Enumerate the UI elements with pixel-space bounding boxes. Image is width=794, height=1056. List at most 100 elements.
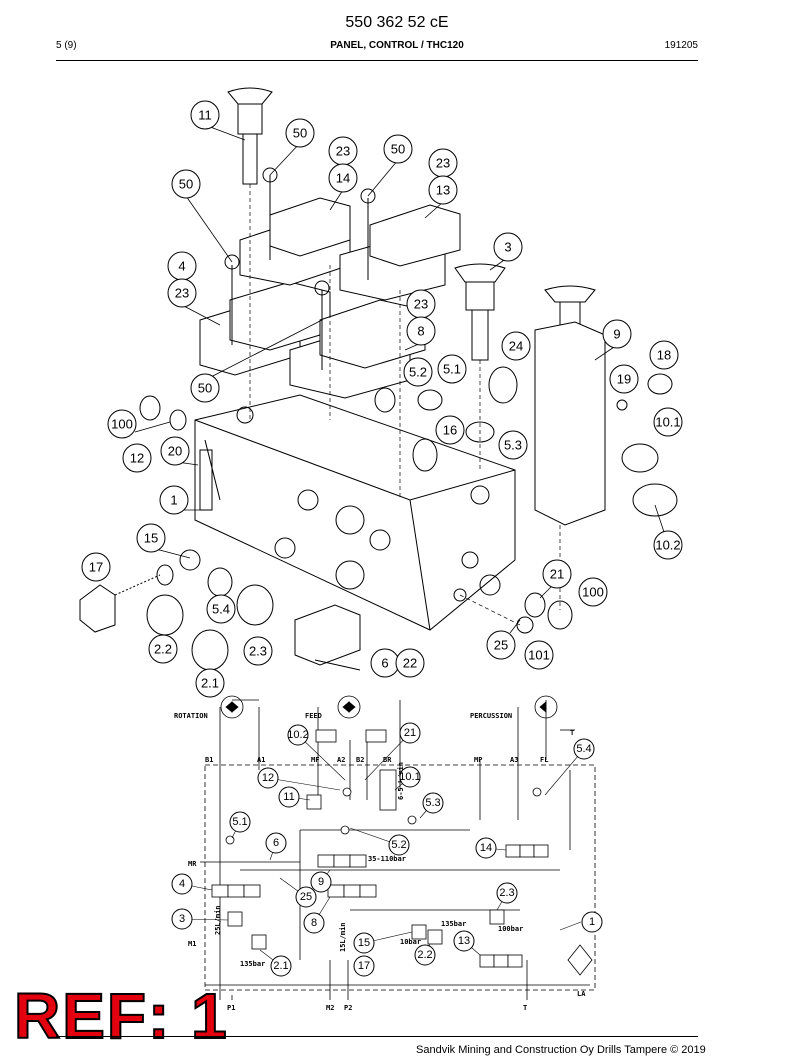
svg-text:20: 20: [168, 444, 182, 459]
callout-23: 23: [167, 278, 197, 308]
svg-text:2.2: 2.2: [417, 949, 432, 961]
svg-text:22: 22: [403, 656, 417, 671]
schematic-callout-5.3: 5.3: [422, 792, 444, 814]
page-title: PANEL, CONTROL / THC120: [330, 40, 464, 51]
svg-text:50: 50: [293, 126, 307, 141]
callout-1: 1: [159, 485, 189, 515]
section-label-feed: FEED: [305, 712, 322, 720]
schematic-callout-13: 13: [453, 930, 475, 952]
port-label-mf: MF: [311, 756, 319, 764]
schematic-callout-3: 3: [171, 908, 193, 930]
svg-text:100: 100: [111, 417, 133, 432]
schematic-callout-5.4: 5.4: [573, 738, 595, 760]
port-label-la: LA: [577, 990, 586, 998]
schematic-callout-14: 14: [475, 837, 497, 859]
callout-25: 25: [486, 630, 516, 660]
port-label-mr: MR: [188, 860, 197, 868]
document-number: 550 362 52 cE: [345, 14, 449, 31]
svg-text:15: 15: [144, 531, 158, 546]
port-label-t: T: [570, 729, 574, 737]
footer-copyright: Sandvik Mining and Construction Oy Drill…: [416, 1044, 706, 1056]
callout-11: 11: [190, 100, 220, 130]
svg-text:2.3: 2.3: [499, 887, 514, 899]
svg-text:5.2: 5.2: [409, 365, 427, 380]
exploded-view: [79, 87, 678, 671]
schematic-callout-2.1: 2.1: [270, 955, 292, 977]
svg-text:12: 12: [262, 772, 274, 784]
svg-text:6: 6: [273, 837, 279, 849]
svg-text:1: 1: [589, 916, 595, 928]
annotation-3: 10bar: [400, 938, 421, 946]
svg-text:14: 14: [336, 171, 350, 186]
svg-text:3: 3: [179, 913, 185, 925]
footer-rule: [56, 1036, 698, 1037]
svg-text:11: 11: [283, 791, 294, 803]
callout-10.2: 10.2: [653, 530, 683, 560]
schematic-callout-4: 4: [171, 873, 193, 895]
callout-4: 4: [167, 251, 197, 281]
port-label-a2: A2: [337, 756, 345, 764]
svg-text:5.3: 5.3: [425, 797, 440, 809]
svg-text:25: 25: [494, 638, 508, 653]
svg-text:23: 23: [414, 297, 428, 312]
svg-text:5.4: 5.4: [576, 743, 591, 755]
svg-text:1: 1: [170, 493, 177, 508]
svg-text:24: 24: [509, 339, 523, 354]
header-rule: [56, 60, 698, 61]
callout-16: 16: [435, 415, 465, 445]
svg-text:15: 15: [358, 937, 370, 949]
callout-100: 100: [107, 409, 137, 439]
svg-text:23: 23: [175, 286, 189, 301]
callout-15: 15: [136, 523, 166, 553]
svg-text:2.1: 2.1: [201, 676, 219, 691]
svg-text:23: 23: [436, 156, 450, 171]
schematic-callout-5.2: 5.2: [388, 834, 410, 856]
page-number: 5 (9): [56, 40, 77, 51]
svg-text:3: 3: [504, 240, 511, 255]
port-label-b1: B1: [205, 756, 213, 764]
schematic-callout-2.2: 2.2: [414, 944, 436, 966]
callout-6: 6: [370, 648, 400, 678]
callout-23: 23: [406, 289, 436, 319]
svg-text:19: 19: [617, 372, 631, 387]
schematic-callout-10.2: 10.2: [287, 724, 309, 746]
callout-18: 18: [649, 340, 679, 370]
svg-text:13: 13: [436, 183, 450, 198]
document-date: 191205: [664, 40, 698, 51]
svg-text:2.2: 2.2: [154, 642, 172, 657]
callout-5.3: 5.3: [498, 430, 528, 460]
port-label-fl: FL: [540, 756, 548, 764]
svg-text:25: 25: [300, 891, 312, 903]
svg-text:5.1: 5.1: [232, 816, 247, 828]
port-label-b2: B2: [356, 756, 364, 764]
schematic-callout-9: 9: [310, 871, 332, 893]
callout-23: 23: [428, 148, 458, 178]
annotation-2: 100bar: [498, 925, 523, 933]
svg-text:101: 101: [528, 648, 550, 663]
svg-text:21: 21: [550, 567, 564, 582]
ref-stamp: REF: 1: [13, 980, 229, 1052]
svg-text:11: 11: [198, 108, 212, 123]
callout-101: 101: [524, 640, 554, 670]
schematic-callout-25: 25: [295, 886, 317, 908]
schematic-callout-1: 1: [581, 911, 603, 933]
svg-text:50: 50: [391, 142, 405, 157]
callout-8: 8: [406, 316, 436, 346]
callout-19: 19: [609, 364, 639, 394]
svg-text:16: 16: [443, 423, 457, 438]
callout-50: 50: [383, 134, 413, 164]
schematic-callout-5.1: 5.1: [229, 811, 251, 833]
svg-text:6: 6: [381, 656, 388, 671]
svg-text:8: 8: [311, 917, 317, 929]
port-label-p1: P1: [227, 1004, 235, 1012]
port-label-m1: M1: [188, 940, 196, 948]
svg-text:17: 17: [358, 960, 370, 972]
schematic-callout-8: 8: [303, 912, 325, 934]
callout-50: 50: [171, 169, 201, 199]
svg-text:14: 14: [480, 842, 492, 854]
svg-text:9: 9: [613, 327, 620, 342]
port-label-mp: MP: [474, 756, 482, 764]
svg-text:10.1: 10.1: [399, 771, 420, 783]
annotation-7: 15L/min: [339, 922, 347, 952]
